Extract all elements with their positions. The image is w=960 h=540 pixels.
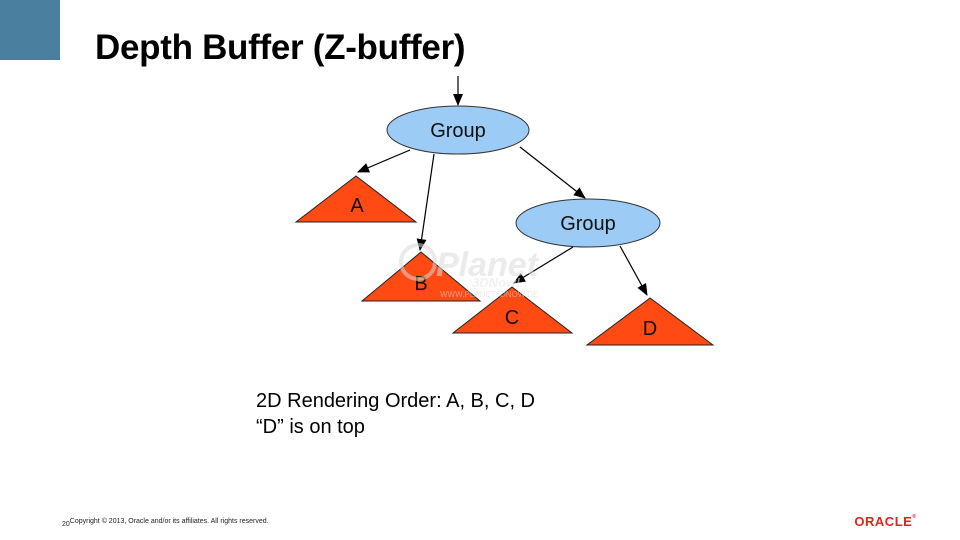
group-child-label: Group [560, 213, 616, 235]
watermark-logo-circle [399, 243, 437, 281]
watermark-url-text: WWW.PLANET3DNOW.DE [440, 290, 538, 299]
watermark-sub-text: 3DNow! [472, 275, 521, 290]
edge-root-to-group-child [519, 146, 586, 199]
group-root-label: Group [430, 120, 486, 142]
leaf-D-label: D [643, 318, 657, 340]
slide-title: Depth Buffer (Z-buffer) [95, 28, 466, 67]
group-root-node [386, 105, 530, 155]
leaf-D-triangle [585, 297, 715, 346]
edge-group-child-to-D [619, 245, 648, 296]
leaf-C-triangle [451, 286, 574, 334]
watermark-brand-text: Planet [436, 246, 540, 284]
group-child-node [515, 198, 661, 248]
registered-mark: ® [912, 514, 916, 520]
page-number: 20 [62, 521, 70, 528]
edge-root-to-B [416, 153, 435, 251]
oracle-logo-text: ORACLE [854, 514, 913, 529]
edge-root-to-A [357, 149, 411, 173]
leaf-C-label: C [505, 307, 519, 329]
oracle-logo: ORACLE® [854, 514, 916, 529]
corner-accent-block [0, 0, 60, 60]
edge-group-child-to-C [513, 246, 574, 284]
caption: 2D Rendering Order: A, B, C, D “D” is on… [256, 388, 535, 440]
caption-line-top: “D” is on top [256, 416, 365, 438]
leaf-A-triangle [294, 175, 418, 223]
watermark: Planet 3DNow! WWW.PLANET3DNOW.DE [399, 243, 540, 299]
footer: 20Copyright © 2013, Oracle and/or its af… [62, 518, 269, 528]
copyright-notice: Copyright © 2013, Oracle and/or its affi… [69, 518, 269, 525]
caption-line-rendering-order: 2D Rendering Order: A, B, C, D [256, 390, 536, 412]
leaf-B-triangle [360, 251, 482, 302]
leaf-A-label: A [350, 195, 364, 217]
